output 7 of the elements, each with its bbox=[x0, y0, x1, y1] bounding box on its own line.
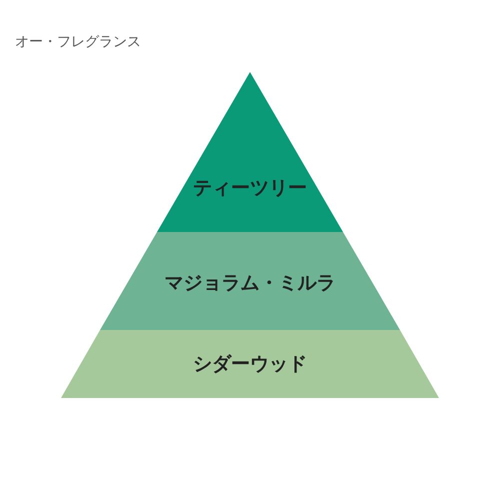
band-label: シダーウッド bbox=[192, 352, 308, 377]
band-label: ティーツリー bbox=[192, 176, 308, 201]
pyramid-band bbox=[61, 330, 439, 398]
pyramid-band bbox=[100, 232, 400, 330]
pyramid-band bbox=[157, 72, 343, 232]
title: オー・フレグランス bbox=[15, 33, 141, 51]
band-label: マジョラム・ミルラ bbox=[164, 271, 336, 296]
